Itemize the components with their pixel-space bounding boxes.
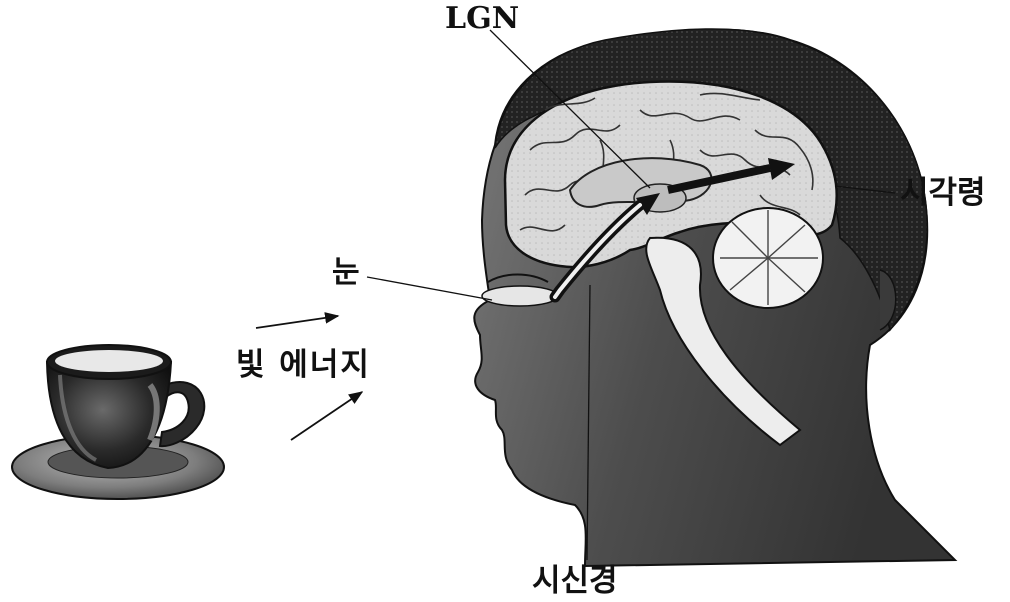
label-optic-nerve: 시신경 — [532, 566, 618, 597]
eye — [482, 286, 558, 306]
cerebellum — [713, 208, 823, 308]
light-arrow-lower — [291, 392, 362, 440]
coffee-cup — [12, 345, 224, 499]
light-arrow-upper — [256, 316, 338, 328]
head-cross-section — [474, 29, 955, 566]
label-light-energy: 빛 에너지 — [236, 350, 371, 381]
leader-eye — [367, 277, 492, 300]
label-eye: 눈 — [332, 258, 360, 288]
label-lgn: LGN — [445, 4, 519, 34]
label-visual-cortex: 시각령 — [900, 178, 986, 209]
